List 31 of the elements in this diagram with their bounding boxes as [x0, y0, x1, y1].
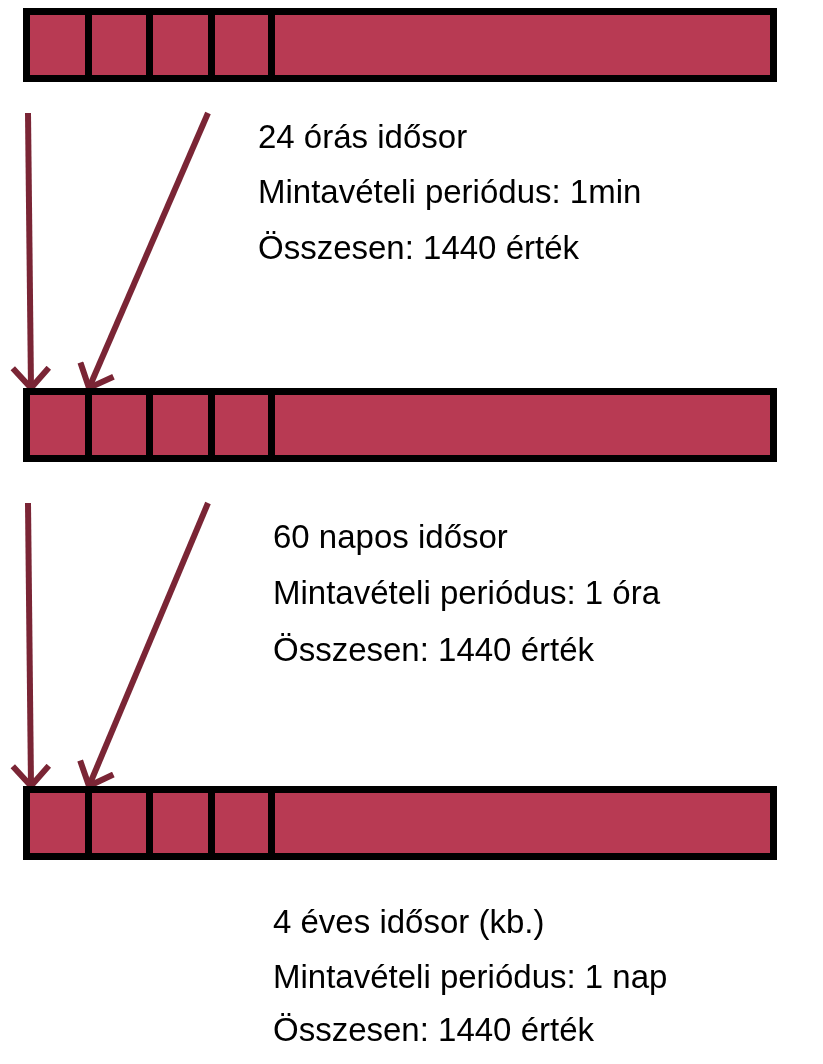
- time-series-bar: [23, 388, 777, 462]
- sample-cell: [215, 793, 275, 853]
- series-title: 60 napos idősor: [273, 517, 508, 557]
- series-title: 4 éves idősor (kb.): [273, 902, 545, 942]
- sample-cell: [30, 15, 92, 75]
- remaining-segment: [275, 793, 770, 853]
- sample-cell: [153, 793, 215, 853]
- series-title: 24 órás idősor: [258, 117, 468, 157]
- time-series-bar: [23, 786, 777, 860]
- series-detail: Összesen: 1440 érték: [273, 1010, 594, 1050]
- sample-cell: [153, 15, 215, 75]
- arrow: [77, 111, 211, 391]
- series-detail: Mintavételi periódus: 1 nap: [273, 957, 668, 997]
- sample-cell: [153, 395, 215, 455]
- series-detail: Mintavételi periódus: 1 óra: [273, 573, 661, 613]
- arrow: [9, 502, 52, 789]
- sample-cell: [30, 793, 92, 853]
- sample-cell: [92, 15, 153, 75]
- sample-cell: [30, 395, 92, 455]
- series-detail: Összesen: 1440 érték: [258, 228, 579, 268]
- sample-cell: [92, 395, 153, 455]
- arrow: [9, 112, 52, 391]
- series-detail: Mintavételi periódus: 1min: [258, 172, 642, 212]
- remaining-segment: [275, 395, 770, 455]
- series-detail: Összesen: 1440 érték: [273, 630, 594, 670]
- sample-cell: [92, 793, 153, 853]
- time-series-bar: [23, 8, 777, 82]
- arrow: [77, 501, 211, 789]
- sample-cell: [215, 15, 275, 75]
- sample-cell: [215, 395, 275, 455]
- remaining-segment: [275, 15, 770, 75]
